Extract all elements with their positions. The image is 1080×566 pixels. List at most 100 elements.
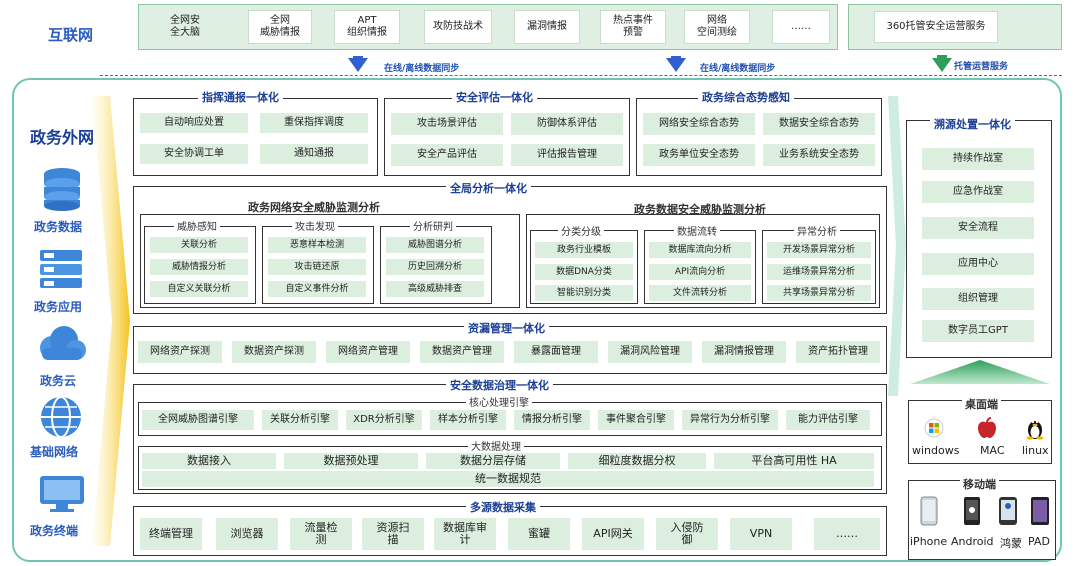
mobile-title: 移动端 bbox=[960, 476, 999, 492]
collect-item[interactable]: 入侵防 御 bbox=[656, 518, 718, 550]
vuln-item[interactable]: 网络资产管理 bbox=[326, 341, 410, 363]
bigdata-item[interactable]: 数据预处理 bbox=[284, 453, 418, 469]
net-analysis-title: 政务网络安全威胁监测分析 bbox=[248, 201, 380, 214]
net-item[interactable]: 攻击链还原 bbox=[268, 259, 366, 275]
data-item[interactable]: 数据DNA分类 bbox=[535, 264, 633, 280]
data-item[interactable]: API流向分析 bbox=[649, 264, 751, 280]
desktop-mac-label: MAC bbox=[980, 444, 1005, 457]
mobile-harmony-label: 鸿蒙 bbox=[1000, 537, 1022, 550]
assess-attack-scenario[interactable]: 攻击场景评估 bbox=[391, 113, 503, 135]
group-title: 异常分析 bbox=[794, 223, 840, 238]
vuln-item[interactable]: 数据资产管理 bbox=[420, 341, 504, 363]
bigdata-title: 大数据处理 bbox=[468, 438, 524, 453]
net-item[interactable]: 高级威胁排查 bbox=[386, 281, 484, 297]
arrow-stem bbox=[353, 56, 363, 60]
assess-report[interactable]: 评估报告管理 bbox=[511, 144, 623, 166]
collect-item[interactable]: 数据库审 计 bbox=[434, 518, 496, 550]
command-work-order[interactable]: 安全协调工单 bbox=[140, 144, 248, 164]
bigdata-item[interactable]: 数据接入 bbox=[142, 453, 276, 469]
internet-item-apt: APT 组织情报 bbox=[334, 10, 400, 44]
bigdata-item[interactable]: 细粒度数据分权 bbox=[568, 453, 706, 469]
collect-item[interactable]: 蜜罐 bbox=[508, 518, 570, 550]
data-item[interactable]: 共享场景异常分析 bbox=[767, 285, 871, 301]
mobile-iphone-label: iPhone bbox=[910, 535, 948, 548]
engine-item[interactable]: 事件聚合引擎 bbox=[598, 410, 674, 430]
data-item[interactable]: 运维场景异常分析 bbox=[767, 264, 871, 280]
trace-item[interactable]: 应用中心 bbox=[922, 253, 1034, 275]
situation-data[interactable]: 数据安全综合态势 bbox=[763, 113, 875, 135]
vuln-item[interactable]: 网络资产探测 bbox=[138, 341, 222, 363]
nav-gov-data[interactable]: 政务数据 bbox=[34, 220, 83, 234]
data-item[interactable]: 文件流转分析 bbox=[649, 285, 751, 301]
assess-defense-system[interactable]: 防御体系评估 bbox=[511, 113, 623, 135]
net-item[interactable]: 威胁图谱分析 bbox=[386, 237, 484, 253]
unified-data-spec[interactable]: 统一数据规范 bbox=[142, 471, 874, 487]
bigdata-item[interactable]: 数据分层存储 bbox=[426, 453, 560, 469]
internet-item-hot-events: 热点事件 预警 bbox=[600, 10, 666, 44]
trace-item[interactable]: 组织管理 bbox=[922, 288, 1034, 310]
vuln-item[interactable]: 暴露面管理 bbox=[514, 341, 598, 363]
flow-arrow bbox=[888, 96, 906, 396]
data-item[interactable]: 政务行业模板 bbox=[535, 242, 633, 258]
collect-item[interactable]: 终端管理 bbox=[140, 518, 202, 550]
nav-base-network[interactable]: 基础网络 bbox=[30, 445, 79, 459]
situation-network[interactable]: 网络安全综合态势 bbox=[643, 113, 755, 135]
engine-item[interactable]: 关联分析引擎 bbox=[262, 410, 338, 430]
engine-item[interactable]: 能力评估引擎 bbox=[786, 410, 870, 430]
iphone-icon bbox=[920, 496, 938, 526]
command-notify[interactable]: 通知通报 bbox=[260, 144, 368, 164]
database-icon bbox=[44, 168, 80, 211]
net-item[interactable]: 自定义事件分析 bbox=[268, 281, 366, 297]
vuln-item[interactable]: 漏洞情报管理 bbox=[702, 341, 786, 363]
situation-units[interactable]: 政务单位安全态势 bbox=[643, 144, 755, 166]
global-title: 全局分析一体化 bbox=[446, 180, 531, 196]
group-title: 分类分级 bbox=[558, 223, 604, 238]
engine-item[interactable]: 情报分析引擎 bbox=[514, 410, 590, 430]
net-item[interactable]: 关联分析 bbox=[150, 237, 248, 253]
internet-item-brain: 全网安 全大脑 bbox=[170, 15, 200, 38]
data-item[interactable]: 数据库流向分析 bbox=[649, 242, 751, 258]
trace-item[interactable]: 安全流程 bbox=[922, 217, 1034, 239]
trace-item[interactable]: 数字员工GPT bbox=[922, 320, 1034, 342]
command-auto-response[interactable]: 自动响应处置 bbox=[140, 113, 248, 133]
divider bbox=[100, 75, 1062, 76]
command-key-dispatch[interactable]: 重保指挥调度 bbox=[260, 113, 368, 133]
terminal-icon bbox=[40, 476, 84, 512]
sync-label-left: 在线/离线数据同步 bbox=[384, 64, 460, 74]
apple-icon bbox=[978, 417, 996, 438]
command-panel bbox=[133, 98, 378, 176]
internet-item-vuln-intel: 漏洞情报 bbox=[514, 10, 580, 44]
engine-item[interactable]: XDR分析引擎 bbox=[346, 410, 422, 430]
engine-item[interactable]: 全网威胁图谱引擎 bbox=[142, 410, 254, 430]
engine-item[interactable]: 异常行为分析引擎 bbox=[682, 410, 778, 430]
mobile-android-label: Android bbox=[951, 535, 994, 548]
vuln-item[interactable]: 资产拓扑管理 bbox=[796, 341, 880, 363]
vuln-item[interactable]: 数据资产探测 bbox=[232, 341, 316, 363]
collect-item[interactable]: 流量检 测 bbox=[290, 518, 352, 550]
data-item[interactable]: 开发场景异常分析 bbox=[767, 242, 871, 258]
sync-label-mid: 在线/离线数据同步 bbox=[700, 64, 776, 74]
nav-gov-apps[interactable]: 政务应用 bbox=[34, 300, 83, 314]
collect-item[interactable]: API网关 bbox=[582, 518, 644, 550]
collect-item[interactable]: …… bbox=[814, 518, 880, 550]
data-item[interactable]: 智能识别分类 bbox=[535, 285, 633, 301]
core-engine-title: 核心处理引擎 bbox=[466, 394, 532, 409]
assess-product[interactable]: 安全产品评估 bbox=[391, 144, 503, 166]
nav-gov-cloud[interactable]: 政务云 bbox=[40, 374, 77, 388]
collect-item[interactable]: VPN bbox=[730, 518, 792, 550]
collect-item[interactable]: 浏览器 bbox=[216, 518, 278, 550]
net-item[interactable]: 恶意样本检测 bbox=[268, 237, 366, 253]
vuln-item[interactable]: 漏洞风险管理 bbox=[608, 341, 692, 363]
bigdata-item[interactable]: 平台高可用性 HA bbox=[714, 453, 874, 469]
net-item[interactable]: 历史回溯分析 bbox=[386, 259, 484, 275]
engine-item[interactable]: 样本分析引擎 bbox=[430, 410, 506, 430]
trace-item[interactable]: 应急作战室 bbox=[922, 181, 1034, 203]
net-item[interactable]: 自定义关联分析 bbox=[150, 281, 248, 297]
desktop-title: 桌面端 bbox=[962, 396, 1001, 412]
collect-item[interactable]: 资源扫 描 bbox=[362, 518, 424, 550]
situation-business[interactable]: 业务系统安全态势 bbox=[763, 144, 875, 166]
trace-item[interactable]: 持续作战室 bbox=[922, 148, 1034, 170]
net-item[interactable]: 威胁情报分析 bbox=[150, 259, 248, 275]
arrow-stem bbox=[937, 55, 947, 59]
nav-gov-terminal[interactable]: 政务终端 bbox=[30, 524, 79, 538]
